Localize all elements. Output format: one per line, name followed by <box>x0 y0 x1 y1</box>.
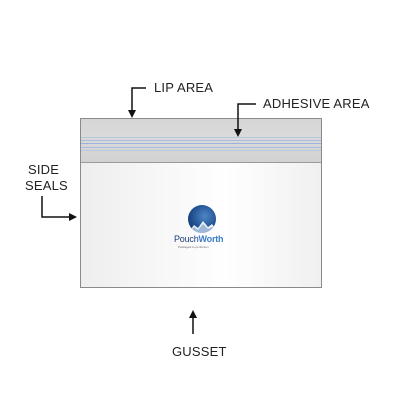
pouch-bag: PouchWorth Packaged to perfection <box>80 118 322 288</box>
adhesive-stripe <box>81 150 321 151</box>
logo-wordmark-part2: Worth <box>198 234 224 244</box>
adhesive-stripe <box>81 143 321 144</box>
side-seals-arrow <box>41 196 77 221</box>
adhesive-area-label: ADHESIVE AREA <box>263 96 370 111</box>
adhesive-stripe <box>81 137 321 138</box>
pouchworth-logo: PouchWorth Packaged to perfection <box>174 205 226 253</box>
mountain-circle-logo-icon <box>188 205 216 233</box>
lip-band <box>81 119 321 163</box>
adhesive-area-arrow <box>234 103 256 137</box>
gusset-label: GUSSET <box>172 344 227 359</box>
adhesive-stripe <box>81 147 321 148</box>
adhesive-stripe <box>81 140 321 141</box>
logo-wordmark: PouchWorth <box>174 234 224 244</box>
logo-wordmark-part1: Pouch <box>174 234 199 244</box>
side-seals-label-line1: SIDE <box>28 162 60 177</box>
side-seals-label-line2: SEALS <box>25 178 68 193</box>
lip-area-label: LIP AREA <box>154 80 214 95</box>
lip-area-arrow <box>128 87 146 118</box>
logo-tagline: Packaged to perfection <box>178 245 209 249</box>
